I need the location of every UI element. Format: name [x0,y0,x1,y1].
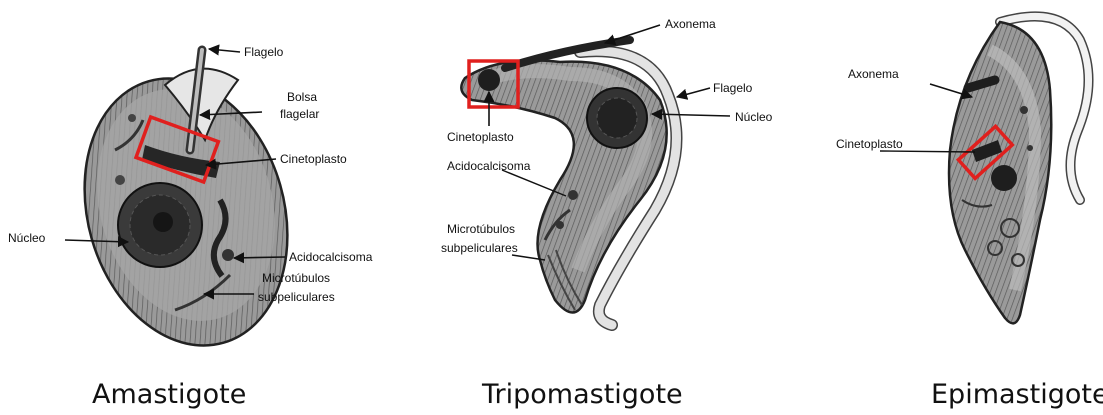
epimastigote-panel: Axonema Cinetoplasto Epimastigote [836,16,1103,410]
label-flagelar: flagelar [280,107,319,121]
caption-amastigote: Amastigote [92,379,246,410]
line-acidocalcisoma [502,170,566,196]
tripomastigote-panel: Axonema Flagelo Núcleo Cinetoplasto Acid… [441,17,773,410]
caption-epimastigote: Epimastigote [931,379,1103,410]
label-axonema: Axonema [665,17,716,31]
label-axonema: Axonema [848,67,899,81]
label-microtubulos: Microtúbulos [262,271,330,285]
line-cinetoplasto [880,151,975,152]
label-cinetoplasto: Cinetoplasto [447,130,514,144]
label-subpeliculares: subpeliculares [441,241,518,255]
tripomastigote-cell-illustration [461,40,676,325]
label-flagelo: Flagelo [244,45,284,59]
label-acidocalcisoma: Acidocalcisoma [289,250,373,264]
arrow-acidocalcisoma [234,257,285,258]
epimastigote-cell-illustration [949,16,1089,323]
arrow-flagelo [209,49,240,52]
label-flagelo: Flagelo [713,81,753,95]
amastigote-panel: Flagelo Bolsa flagelar Cinetoplasto Núcl… [8,45,373,410]
label-bolsa: Bolsa [287,90,317,104]
label-microtubulos: Microtúbulos [447,222,515,236]
label-nucleo: Núcleo [735,110,773,124]
arrow-flagelo [677,88,710,97]
label-cinetoplasto: Cinetoplasto [836,137,903,151]
amastigote-cell-illustration [54,50,317,370]
label-cinetoplasto: Cinetoplasto [280,152,347,166]
label-nucleo: Núcleo [8,231,46,245]
caption-tripomastigote: Tripomastigote [481,379,683,410]
label-acidocalcisoma: Acidocalcisoma [447,159,531,173]
label-subpeliculares: subpeliculares [258,290,335,304]
